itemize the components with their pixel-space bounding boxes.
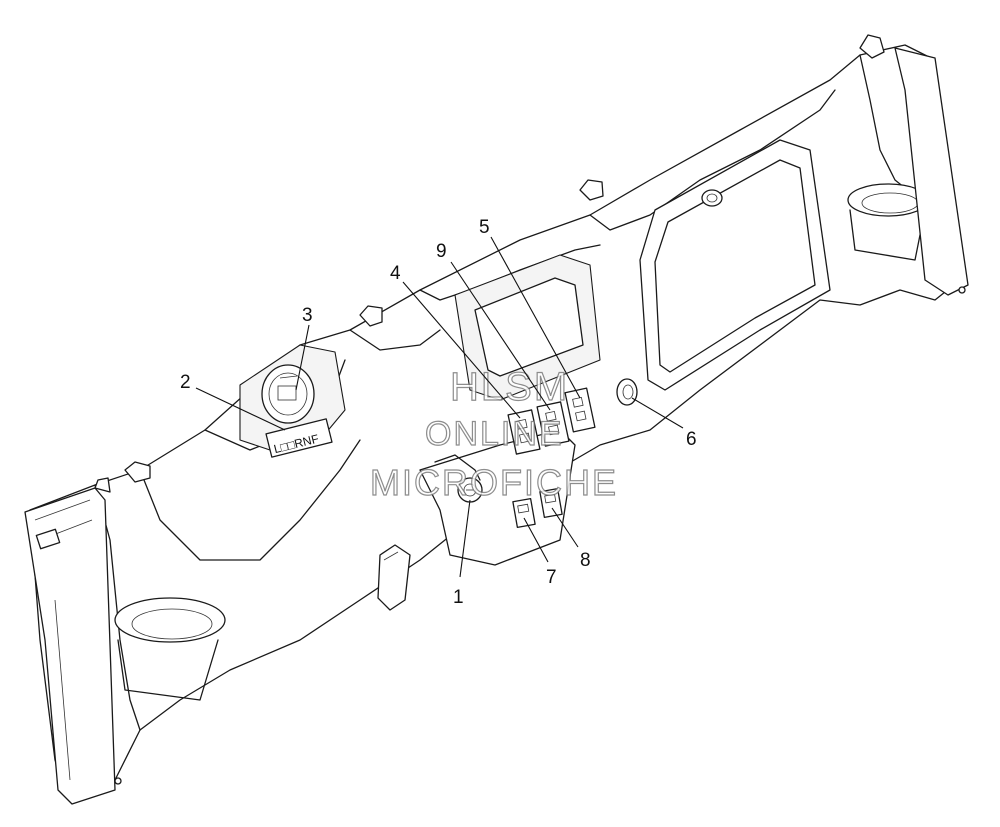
glove-box-opening [639,139,831,391]
switch-4 [507,409,541,455]
display-housing [454,254,601,401]
leader-6 [631,397,684,429]
mount-tab-center-left [359,305,383,327]
leader-7 [523,517,549,563]
power-outlet [616,378,638,406]
callout-1: 1 [453,587,464,608]
watermark-line3: MICROFICHE [370,462,618,503]
lower-bracket [377,544,411,611]
watermark-line2: ONLINE [425,415,564,453]
leader-lines [195,236,684,578]
callout-4: 4 [390,263,401,284]
rocker-switch-8 [539,487,563,519]
leader-5 [490,236,581,399]
mount-tab-left [124,461,151,483]
callout-3: 3 [302,305,313,326]
callout-7: 7 [546,567,557,588]
leader-1 [459,499,471,578]
callout-labels: 1 2 3 4 5 6 7 8 9 [180,217,697,608]
leader-3 [295,324,310,391]
leader-8 [551,507,579,548]
leader-2 [195,387,286,431]
left-cup-holder [114,597,226,701]
mount-tab-center-right [579,179,604,201]
callout-9: 9 [436,241,447,262]
leader-9 [450,261,551,411]
leader-4 [402,281,521,419]
callout-5: 5 [479,217,490,238]
callout-8: 8 [580,550,591,571]
watermark-line1: HLSM [450,365,569,409]
callout-2: 2 [180,372,191,393]
callout-6: 6 [686,429,697,450]
switch-9 [536,401,570,447]
rocker-switch-7 [512,497,536,529]
right-end-cap [859,34,969,296]
right-cup-holder [847,183,929,261]
switch-5 [564,387,596,433]
left-end-cap [24,477,122,805]
watermark: HLSM ONLINE MICROFICHE [369,364,618,503]
